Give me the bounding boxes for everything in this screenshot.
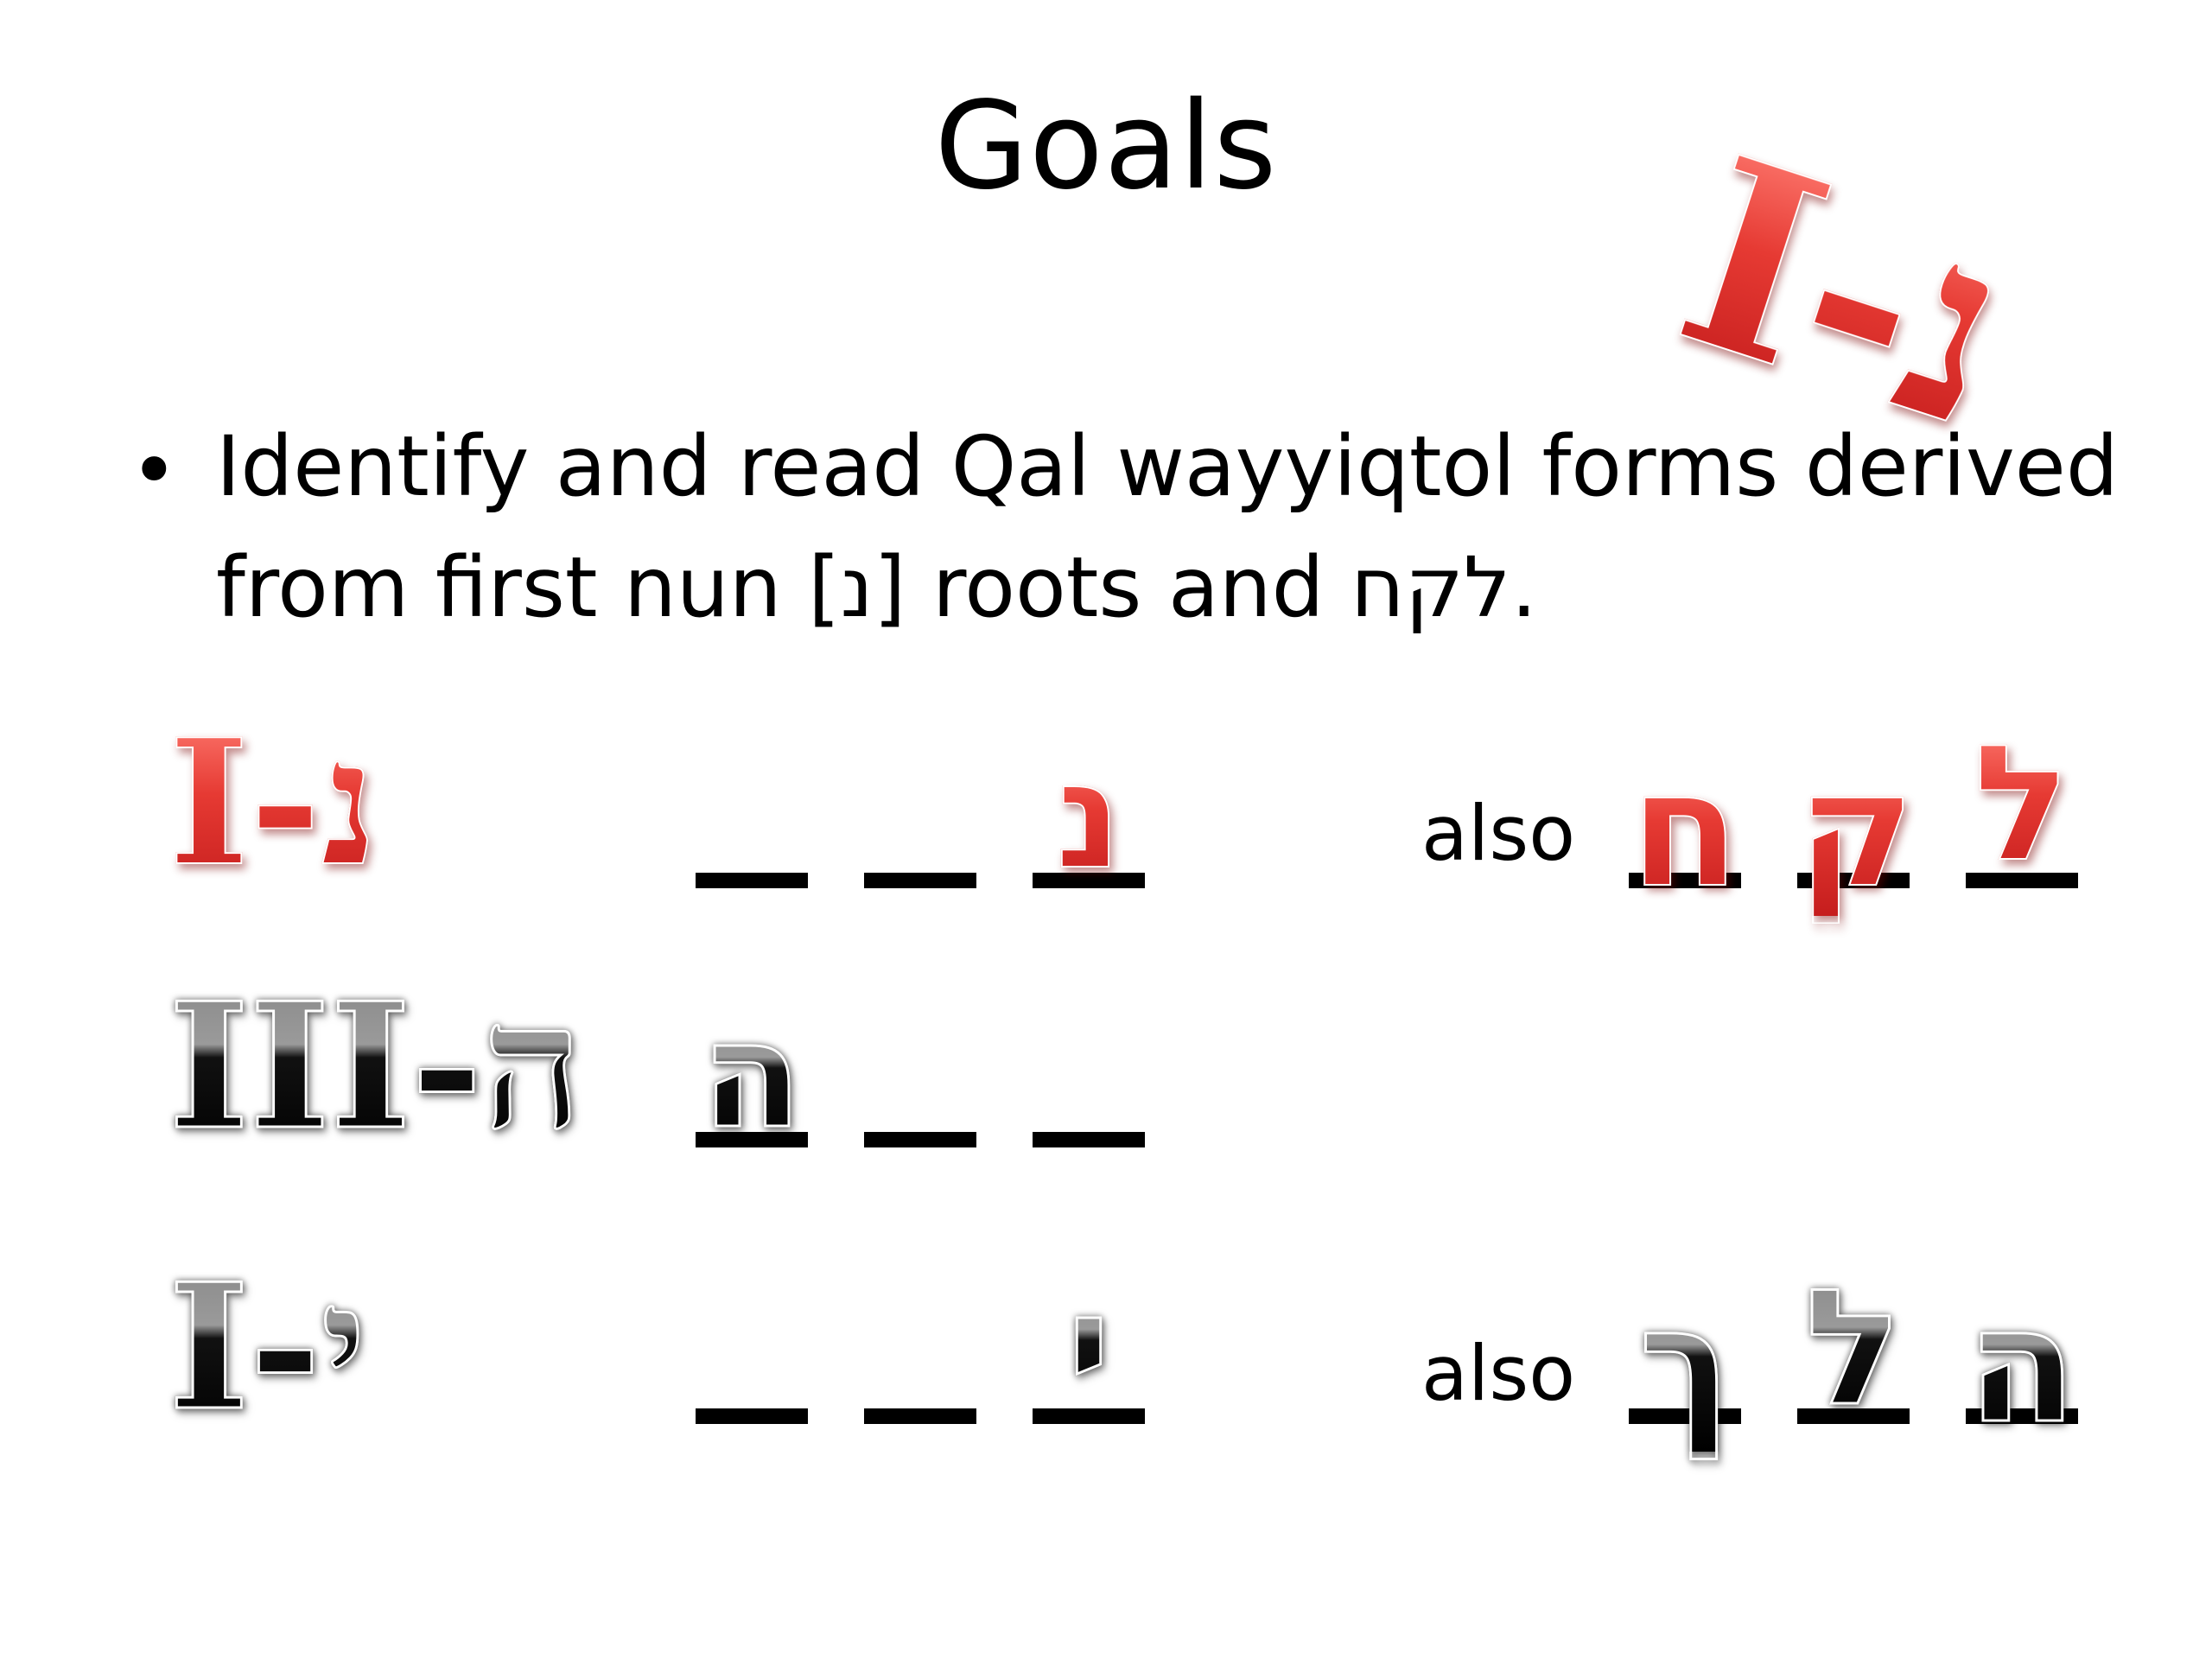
row2-slot-1-letter: ה xyxy=(696,997,808,1155)
row3-also-letter-1: ך xyxy=(1629,1278,1741,1453)
row1-label: I-נ xyxy=(168,702,378,905)
row2-label: III-ה xyxy=(168,965,584,1168)
row1-also-line-3 xyxy=(1966,873,2078,888)
row1-slot-1-line xyxy=(696,873,808,888)
row1-also-line-1 xyxy=(1629,873,1741,888)
row2-slot-3-line xyxy=(1033,1132,1145,1147)
row1-slot-2-line xyxy=(864,873,976,888)
row1-also-letter-1: ח xyxy=(1629,736,1740,923)
slide-title: Goals xyxy=(934,76,1278,217)
row1-also-line-2 xyxy=(1797,873,1910,888)
row3-slot-2-line xyxy=(864,1408,976,1424)
row3-slot-3-line xyxy=(1033,1408,1145,1424)
row3-also-letter-2: ל xyxy=(1797,1261,1910,1436)
row1-slot-3-line xyxy=(1033,873,1145,888)
row3-also: also xyxy=(1421,1329,1576,1418)
bullet-text: Identify and read Qal wayyiqtol forms de… xyxy=(216,406,2119,648)
row3-also-line-1 xyxy=(1629,1408,1741,1424)
row3-also-letter-3: ה xyxy=(1966,1272,2078,1459)
row3-slot-3-letter: י xyxy=(1033,1269,1145,1427)
row1-slot-3-letter: נ xyxy=(1033,738,1145,895)
row1-also-letter-3: ל xyxy=(1966,716,2078,891)
bullet-line-1: Identify and read Qal wayyiqtol forms de… xyxy=(216,418,2119,515)
bullet-marker: • xyxy=(130,423,179,519)
row3-also-line-2 xyxy=(1797,1408,1910,1424)
row3-slot-1-line xyxy=(696,1408,808,1424)
row2-slot-2-line xyxy=(864,1132,976,1147)
row1-also-letter-2: ק xyxy=(1796,736,1916,923)
bullet-line-2: from first nun [נ] roots and לקח. xyxy=(216,539,1537,636)
row3-also-line-3 xyxy=(1966,1408,2078,1424)
row3-label: I-י xyxy=(167,1246,367,1449)
row2-slot-1-line xyxy=(696,1132,808,1147)
row1-also: also xyxy=(1421,789,1576,878)
